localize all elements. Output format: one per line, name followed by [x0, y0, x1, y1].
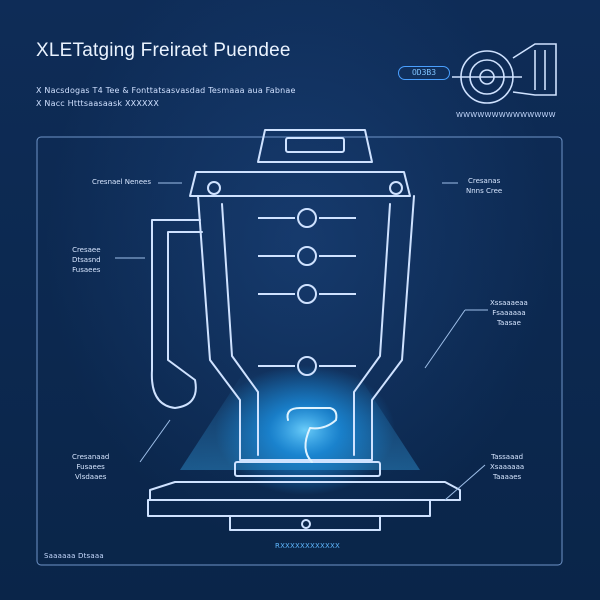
callout-left-mid: Cresaee Dtsasnd Fusaees: [72, 245, 101, 275]
jar-outer: [197, 195, 415, 461]
callout-left-bottom-line: Fusaees: [76, 463, 105, 471]
lid-top: [257, 129, 373, 163]
model-badge: OD3B3: [398, 66, 450, 80]
callout-right-top-line: Cresanas: [467, 177, 501, 185]
base-caption: RXXXXXXXXXXXX: [275, 542, 341, 550]
callout-left-top: Cresnael Nenees: [92, 178, 152, 186]
motor-caption: WWWWWWWWWWWWWW: [456, 111, 556, 119]
callout-left-bottom-line: Cresanaad: [72, 453, 110, 461]
callout-left-bottom-line: Vlsdaaes: [74, 473, 107, 481]
callout-right-bottom-line: Xsaaaaaa: [490, 463, 525, 471]
callout-right-bottom-line: Taaaaes: [492, 473, 522, 481]
base-platform: [147, 499, 431, 517]
subtitle-line-1: X Nacsdogas T4 Tee & Fonttatsasvasdad Te…: [36, 86, 296, 95]
base-foot: [229, 515, 381, 531]
callout-right-mid-line: Xssaaaeaa: [490, 299, 528, 307]
callout-right-bottom-line: Tassaaad: [491, 453, 524, 461]
handle: [150, 219, 203, 409]
callout-left-bottom: Cresanaad Fusaees Vlsdaaes: [72, 452, 109, 482]
page-title: XLETatging Freiraet Puendee: [36, 40, 291, 61]
base-button: [301, 519, 311, 529]
callout-right-mid-line: Taasae: [496, 319, 521, 327]
lid-knob-right: [389, 181, 403, 195]
blade: [286, 407, 338, 463]
leader-lines: [115, 182, 488, 501]
callout-left-mid-line: Fusaees: [72, 266, 101, 274]
callout-left-mid-line: Cresaee: [72, 246, 101, 254]
subtitle-line-2: X Nacc Htttsaasaask XXXXXX: [36, 99, 160, 108]
callout-left-mid-line: Dtsasnd: [72, 256, 101, 264]
base-top: [234, 461, 381, 477]
callout-right-top-line: Nnns Cree: [466, 187, 503, 195]
lid-handle: [285, 137, 345, 153]
footer-note: Saaaaaa Dtsaaa: [44, 552, 104, 560]
callout-right-top: Cresanas Nnns Cree: [466, 176, 502, 196]
motor-schematic: [452, 43, 557, 104]
callout-right-bottom: Tassaaad Xsaaaaaa Taaaaes: [490, 452, 524, 482]
callout-right-mid: Xssaaaeaa Fsaaaaaa Taasae: [490, 298, 528, 328]
jar-inner: [221, 203, 391, 456]
base-body: [149, 481, 461, 501]
level-marks: [258, 208, 356, 376]
lid-knob-left: [207, 181, 221, 195]
lid-band: [189, 171, 411, 197]
callout-right-mid-line: Fsaaaaaa: [492, 309, 526, 317]
